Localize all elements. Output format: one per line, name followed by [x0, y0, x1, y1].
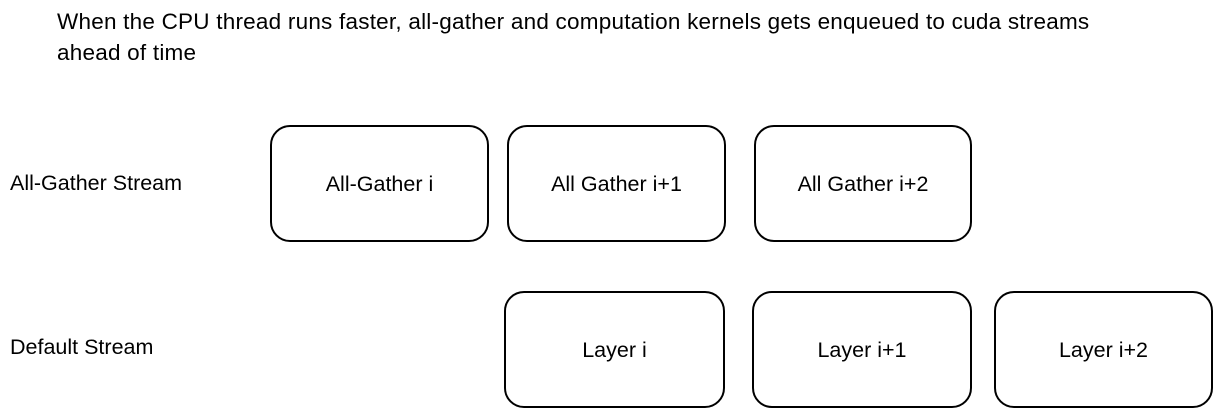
layer-box-i[interactable]: Layer i [504, 291, 725, 408]
all-gather-box-i-plus-1[interactable]: All Gather i+1 [507, 125, 726, 242]
all-gather-box-i[interactable]: All-Gather i [270, 125, 489, 242]
layer-box-i-label: Layer i [582, 337, 647, 362]
all-gather-box-i-plus-2[interactable]: All Gather i+2 [754, 125, 972, 242]
row-label-default-stream: Default Stream [10, 335, 154, 359]
all-gather-box-i-label: All-Gather i [325, 171, 434, 196]
layer-box-i-plus-2-label: Layer i+2 [1058, 337, 1149, 362]
layer-box-i-plus-1-label: Layer i+1 [817, 337, 907, 362]
all-gather-box-i-plus-1-label: All Gather i+1 [551, 171, 682, 196]
row-label-all-gather-stream: All-Gather Stream [10, 171, 183, 195]
all-gather-box-i-plus-2-label: All Gather i+2 [797, 171, 929, 196]
diagram-title: When the CPU thread runs faster, all-gat… [57, 9, 1096, 65]
layer-box-i-plus-2[interactable]: Layer i+2 [994, 291, 1213, 408]
layer-box-i-plus-1[interactable]: Layer i+1 [752, 291, 972, 408]
